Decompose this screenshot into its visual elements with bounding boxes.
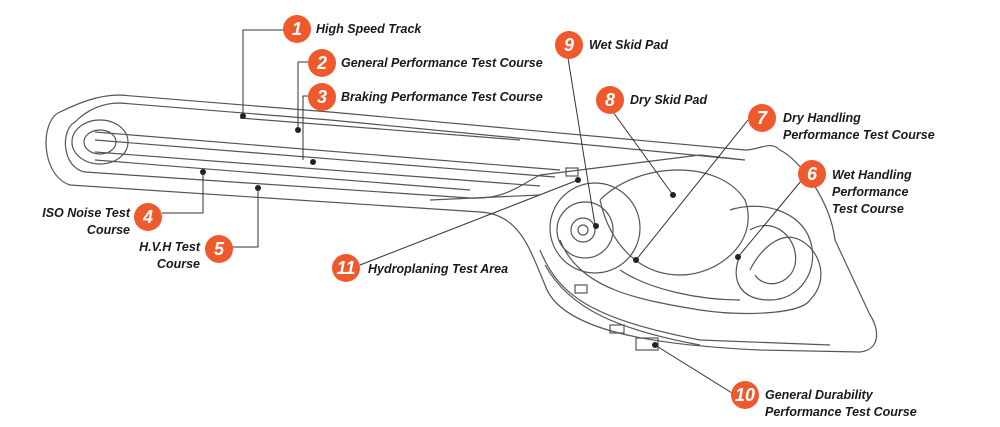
marker-4 bbox=[200, 169, 206, 175]
building-3 bbox=[635, 337, 659, 351]
high-speed-track bbox=[64, 102, 746, 199]
leader-7 bbox=[635, 119, 749, 261]
leader-10 bbox=[654, 344, 733, 394]
leader-11 bbox=[359, 179, 579, 266]
marker-7 bbox=[633, 257, 639, 263]
building-2 bbox=[609, 324, 625, 334]
building-1 bbox=[574, 284, 588, 294]
marker-5 bbox=[255, 185, 261, 191]
dry-skid-pad bbox=[599, 169, 749, 276]
badge-5: 5 bbox=[205, 235, 233, 263]
outer-boundary bbox=[45, 94, 878, 353]
straight-2 bbox=[94, 139, 556, 178]
straight-4 bbox=[94, 159, 471, 191]
marker-6 bbox=[735, 254, 741, 260]
marker-8 bbox=[670, 192, 676, 198]
marker-1 bbox=[240, 113, 246, 119]
badge-11: 11 bbox=[332, 254, 360, 282]
left-loop-2 bbox=[83, 129, 117, 155]
leader-8 bbox=[612, 111, 674, 196]
label-high-speed-track: High Speed Track bbox=[316, 22, 422, 36]
label-hydroplaning: Hydroplaning Test Area bbox=[368, 262, 509, 276]
badge-9: 9 bbox=[555, 31, 583, 59]
durability-road-1 bbox=[539, 249, 831, 346]
skid-pad-inner bbox=[570, 217, 596, 243]
leader-1 bbox=[242, 29, 285, 116]
leader-6 bbox=[737, 174, 807, 258]
label-braking-performance: Braking Performance Test Course bbox=[341, 90, 543, 104]
wet-handling-course bbox=[729, 205, 814, 301]
marker-9 bbox=[593, 223, 599, 229]
straight-3 bbox=[94, 151, 541, 187]
badge-4: 4 bbox=[134, 203, 162, 231]
label-dry-skid-pad: Dry Skid Pad bbox=[630, 93, 708, 107]
skid-pad-outer bbox=[549, 182, 641, 274]
straight-5 bbox=[239, 117, 521, 141]
leader-4 bbox=[162, 172, 204, 214]
badge-8: 8 bbox=[596, 86, 624, 114]
skid-pad-mid bbox=[556, 201, 614, 259]
leader-9 bbox=[567, 57, 596, 226]
building-4 bbox=[565, 167, 579, 177]
label-general-performance: General Performance Test Course bbox=[341, 56, 543, 70]
dry-handling-inner bbox=[619, 269, 741, 301]
dry-handling-course bbox=[559, 236, 822, 315]
marker-11 bbox=[575, 177, 581, 183]
badge-6: 6 bbox=[798, 160, 826, 188]
wet-handling-inner bbox=[749, 224, 797, 285]
leader-2 bbox=[297, 61, 308, 130]
badge-3: 3 bbox=[308, 83, 336, 111]
left-loop-1 bbox=[71, 119, 129, 165]
label-wet-skid-pad: Wet Skid Pad bbox=[589, 38, 668, 52]
leader-3 bbox=[302, 95, 310, 160]
marker-2 bbox=[295, 127, 301, 133]
badge-2: 2 bbox=[308, 49, 336, 77]
marker-10 bbox=[652, 342, 658, 348]
durability-road-2 bbox=[544, 264, 701, 346]
badge-7: 7 bbox=[748, 104, 776, 132]
straight-1 bbox=[94, 131, 561, 171]
marker-3 bbox=[310, 159, 316, 165]
skid-pad-core bbox=[577, 224, 589, 236]
badge-10: 10 bbox=[731, 381, 759, 409]
hydroplaning-strip bbox=[429, 194, 541, 201]
badge-1: 1 bbox=[283, 15, 311, 43]
